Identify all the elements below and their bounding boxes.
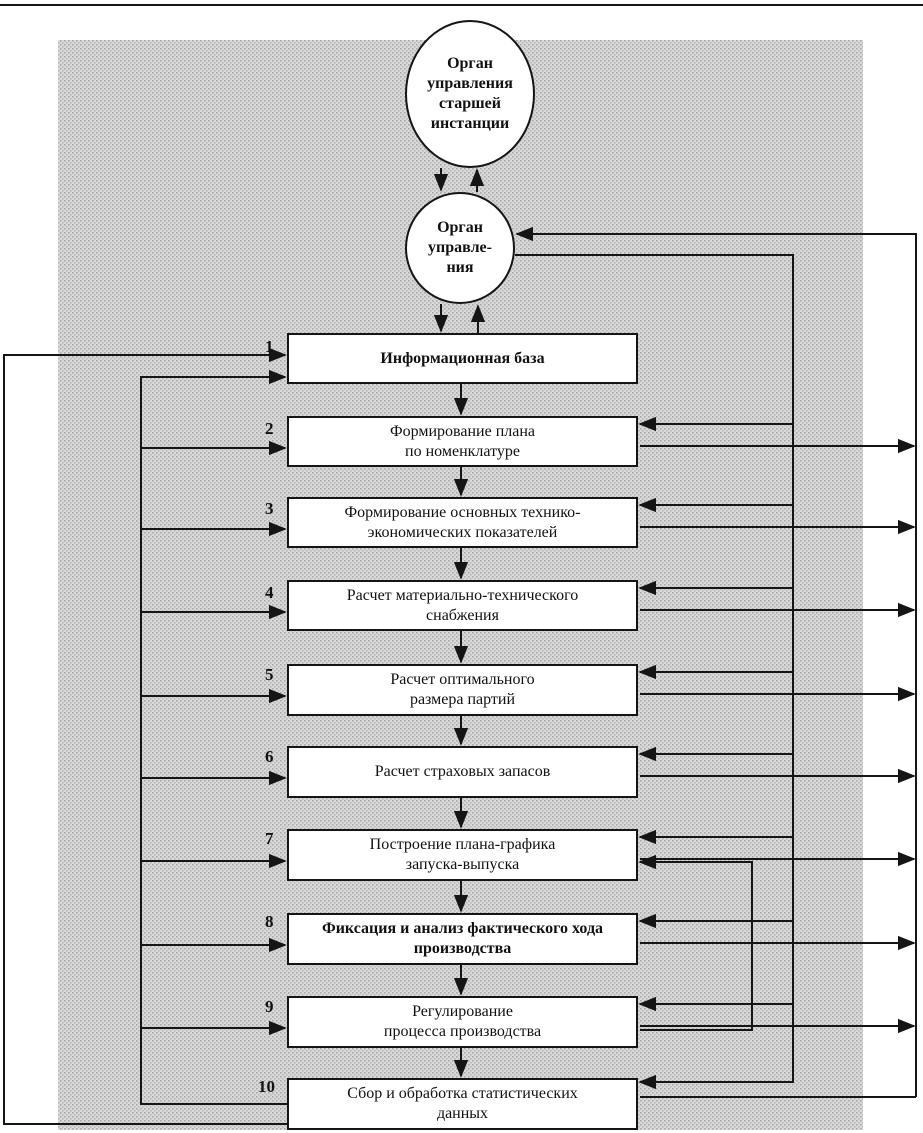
block-text: запуска-выпуска <box>405 856 520 873</box>
block-text: производства <box>413 940 512 957</box>
left-bus-to-block-1 <box>140 369 287 1105</box>
circle-line: ния <box>446 259 474 276</box>
block-number: 3 <box>265 499 274 518</box>
block-text: экономических показателей <box>367 523 558 541</box>
block-10-statistics: Сбор и обработка статистических данных <box>287 1078 638 1130</box>
block-number: 9 <box>265 997 274 1016</box>
block-7-schedule: Построение плана-графика запуска-выпуска <box>287 829 638 881</box>
block-4-material-supply: Расчет материально-технического снабжени… <box>287 580 638 631</box>
block-3-tech-economic-indicators: Формирование основных технико- экономиче… <box>287 497 638 548</box>
block-number: 7 <box>265 829 274 848</box>
block-text: размера партий <box>409 691 516 708</box>
block-1-information-base: Информационная база <box>287 333 638 384</box>
block-number: 10 <box>258 1077 275 1096</box>
block-2-nomenclature-plan: Формирование плана по номенклатуре <box>287 416 638 467</box>
block-text: Формирование плана <box>389 422 536 440</box>
senior-management-circle: Орган управления старшей инстанции <box>405 20 535 168</box>
block-text: Информационная база <box>380 349 545 367</box>
right-bus-from-management <box>515 254 794 1090</box>
block-text: процесса производства <box>383 1023 542 1040</box>
outer-right-to-management <box>515 226 917 1097</box>
block-number: 2 <box>265 419 274 438</box>
management-circle: Орган управле- ния <box>405 192 515 304</box>
block-text: Расчет материально-технического <box>346 586 579 604</box>
block-text: Фиксация и анализ фактического хода <box>321 920 604 937</box>
block-text: Формирование основных технико- <box>344 503 581 521</box>
block-text: Расчет оптимального <box>390 671 535 688</box>
block-9-regulation: Регулирование процесса производства <box>287 996 638 1048</box>
circle-line: Орган <box>447 55 493 72</box>
circle-line: старшей <box>439 95 501 112</box>
loop-9-to-7 <box>638 854 753 1031</box>
circle-line: инстанции <box>430 115 510 132</box>
block-number: 6 <box>265 747 274 766</box>
block-text: данных <box>436 1105 489 1122</box>
block-text: Построение плана-графика <box>369 836 556 853</box>
circle-line: управления <box>427 75 513 92</box>
block-number: 5 <box>265 665 274 684</box>
block-text: Расчет страховых запасов <box>374 763 551 780</box>
block-number: 4 <box>265 583 274 602</box>
circle-line: управле- <box>428 239 492 256</box>
circle-line: Орган <box>437 219 483 236</box>
block-number: 8 <box>265 912 274 931</box>
block-5-batch-size: Расчет оптимального размера партий <box>287 664 638 716</box>
block-6-safety-stock: Расчет страховых запасов <box>287 746 638 798</box>
block-text: Регулирование <box>412 1003 513 1020</box>
block-number: 1 <box>265 337 274 356</box>
block-text: снабжения <box>426 606 499 624</box>
block-text: по номенклатуре <box>405 442 520 460</box>
outer-left-feedback <box>3 347 287 1125</box>
block-text: Сбор и обработка статистических <box>347 1085 578 1102</box>
block-8-progress-analysis: Фиксация и анализ фактического хода прои… <box>287 913 638 965</box>
